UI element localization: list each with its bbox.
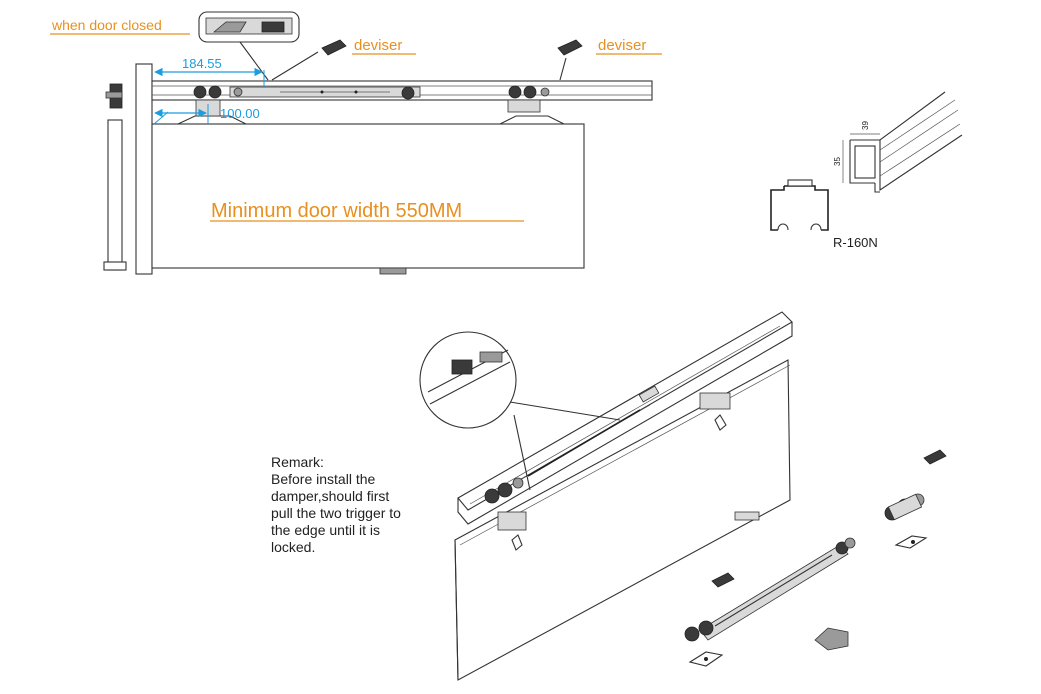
deviser-part-2 <box>711 572 735 588</box>
remark-line-6: locked. <box>271 539 315 555</box>
rail-3d-profile: 39 35 <box>833 91 963 193</box>
iso-door-panel <box>454 359 791 681</box>
remark-line-4: pull the two trigger to <box>271 505 401 521</box>
wall-post <box>103 83 127 271</box>
roller-right <box>507 85 550 113</box>
dimension-184 <box>154 67 265 88</box>
dimension-100 <box>153 104 209 125</box>
dim-35-label: 35 <box>833 157 842 166</box>
remark-line-1: Remark: <box>271 454 324 470</box>
magnifier-detail <box>419 331 621 491</box>
door-jamb <box>135 63 153 275</box>
deviser-label-1: deviser <box>354 37 402 54</box>
deviser-part-1 <box>923 449 947 465</box>
remark-line-3: damper,should first <box>271 488 389 504</box>
dim-100-label: 100.00 <box>220 106 260 121</box>
dim-39-label: 39 <box>861 121 870 130</box>
profile-views: R-160N 39 35 <box>770 91 963 250</box>
remark-text: Remark: Before install the damper,should… <box>271 454 401 555</box>
remark-line-2: Before install the <box>271 471 375 487</box>
deviser-marker-1 <box>271 39 347 81</box>
remark-line-5: the edge until it is <box>271 522 380 538</box>
damper-assembly <box>193 85 421 100</box>
floor-guide <box>379 267 407 275</box>
when-door-closed-label: when door closed <box>51 17 162 33</box>
roller-carriage-part <box>884 493 925 521</box>
mount-bracket-2 <box>688 651 724 667</box>
deviser-label-2: deviser <box>598 37 646 54</box>
mount-bracket-1 <box>894 535 928 549</box>
damper-part <box>684 537 856 642</box>
dim-184-label: 184.55 <box>182 56 222 71</box>
iso-rollers <box>484 409 641 504</box>
iso-rail <box>457 311 793 525</box>
floor-guide-part <box>814 627 849 651</box>
profile-name-label: R-160N <box>833 235 878 250</box>
door-panel <box>151 123 585 269</box>
isometric-assembly <box>419 311 793 681</box>
deviser-marker-2 <box>557 39 583 81</box>
elevation-view: when door closed deviser deviser <box>50 11 662 275</box>
min-door-width-label: Minimum door width 550MM <box>211 200 462 222</box>
exploded-parts <box>684 449 947 667</box>
closed-detail-callout <box>198 11 300 81</box>
